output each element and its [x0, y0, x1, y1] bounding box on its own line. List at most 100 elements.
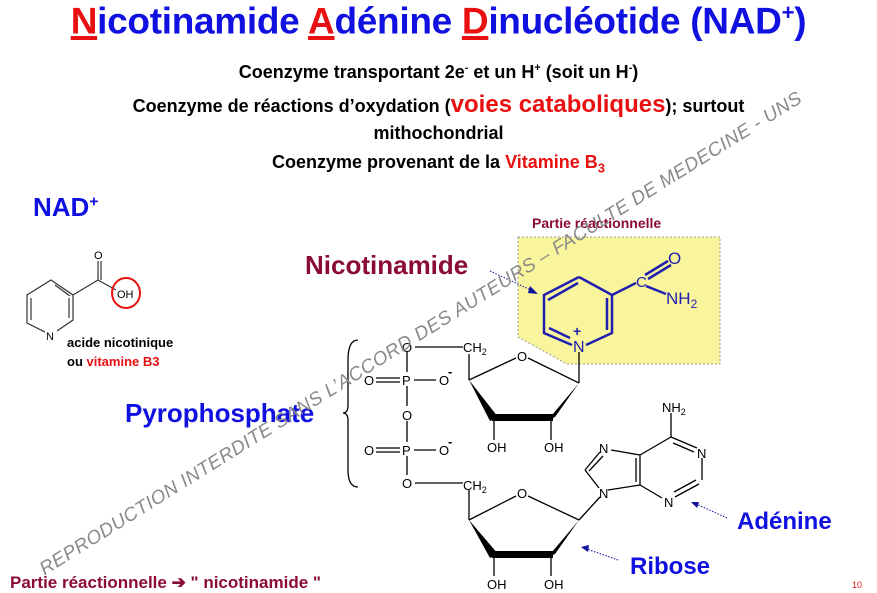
text: 2 [691, 297, 698, 311]
atom-label: O [402, 408, 412, 423]
text-highlight: Vitamine B [505, 152, 598, 172]
atom-label: N [697, 446, 706, 461]
atom-label: OH [487, 440, 507, 455]
atom-label: O [94, 250, 103, 262]
atom-label: N [46, 331, 54, 343]
text: CH [463, 340, 482, 355]
text: ou [67, 354, 87, 369]
text-highlight: voies cataboliques [450, 91, 666, 118]
text: Coenzyme de réactions d’oxydation ( [132, 96, 451, 116]
nad-heading: NAD+ [33, 192, 98, 223]
charge-label: + [573, 323, 581, 339]
ribose-label: Ribose [630, 553, 710, 580]
title-word: inucléotide (NAD [488, 0, 782, 42]
arrowheads [528, 286, 699, 552]
atom-label: OH [117, 289, 134, 301]
title-sup: + [781, 0, 795, 25]
title-initial-n: N [70, 0, 98, 42]
pointer-arrows [489, 270, 728, 561]
reactive-part-label: Partie réactionnelle [532, 215, 661, 231]
text: 2 [681, 407, 686, 417]
atom-label: OH [544, 577, 564, 592]
pyrophosphate-atoms: O O P O - O O P O - O [364, 340, 452, 491]
atom-label: OH [487, 577, 507, 592]
atom-label: N [573, 339, 585, 356]
slide-title: Nicotinamide Adénine Dinucléotide (NAD+) [0, 0, 877, 42]
nicotinic-acid-structure [26, 261, 117, 336]
atom-label: O [364, 373, 374, 388]
text: ); surtout [665, 96, 745, 116]
text: + [89, 193, 99, 211]
line-oxidation: Coenzyme de réactions d’oxydation (voies… [0, 91, 877, 119]
atom-label: N [599, 441, 608, 456]
text: Coenzyme transportant 2e [238, 62, 465, 82]
vitamin-b3-label: ou vitamine B3 [67, 354, 159, 369]
atom-label: O [402, 476, 412, 491]
text: vitamine B3 [87, 354, 160, 369]
atom-label: O [402, 340, 412, 355]
atom-label: O [439, 443, 449, 458]
atom-label: NH2 [666, 289, 698, 311]
reactive-part-highlight [517, 236, 721, 365]
atom-label: C [636, 274, 647, 291]
text: NH [662, 400, 681, 415]
text: - [464, 62, 469, 74]
nicotinic-acid-label: acide nicotinique [67, 335, 173, 350]
atom-label: O [364, 443, 374, 458]
text: et un H [468, 62, 535, 82]
text: (soit un H [540, 62, 629, 82]
charge-label: - [448, 434, 452, 449]
adenine-bonds [584, 413, 703, 499]
atom-label: OH [544, 440, 564, 455]
wedge-bond [547, 383, 579, 421]
pyrophosphate-bonds [342, 339, 463, 488]
atom-label: P [402, 443, 411, 458]
atom-label: O [517, 486, 527, 501]
wedge-bond [469, 520, 498, 558]
ribose-1-atoms: CH2 O OH OH [463, 340, 564, 455]
text: 2 [482, 485, 487, 495]
page-number: 10 [852, 580, 862, 590]
atom-label: O [439, 373, 449, 388]
text: NH [666, 289, 691, 308]
ribose-1-bonds [468, 352, 580, 440]
oh-circle-marker [111, 277, 141, 309]
text: NAD [33, 192, 90, 222]
adenine-label: Adénine [737, 508, 832, 535]
atom-label: N [599, 486, 608, 501]
line-vitamin: Coenzyme provenant de la Vitamine B3 [0, 152, 877, 176]
atom-label: P [402, 373, 411, 388]
line-mitochondrial: mithochondrial [373, 123, 504, 143]
charge-label: - [448, 364, 452, 379]
atom-label: O [517, 349, 527, 364]
nicotinamide-ring [542, 259, 672, 347]
title-initial-a: A [308, 0, 335, 42]
title-word: icotinamide [97, 0, 309, 42]
atom-label: N [664, 495, 673, 510]
atom-label: NH2 [662, 400, 686, 417]
title-initial-d: D [461, 0, 489, 42]
title-word: dénine [334, 0, 462, 42]
pyrophosphate-label: Pyrophosphate [125, 398, 314, 428]
text: Coenzyme provenant de la [272, 152, 506, 172]
wedge-bond [547, 520, 579, 558]
atom-label: O [668, 249, 681, 268]
atom-label: CH2 [463, 340, 487, 357]
nicotinamide-label: Nicotinamide [305, 250, 468, 280]
text: 3 [597, 160, 605, 176]
wedge-bond [469, 380, 498, 421]
text: - [628, 62, 633, 74]
ribose-2-bonds [468, 490, 601, 576]
title-word: ) [794, 0, 807, 42]
atom-label: CH2 [463, 478, 487, 495]
text: CH [463, 478, 482, 493]
footer-note: Partie réactionnelle ➔ " nicotinamide " [10, 573, 321, 592]
wedge-bond [492, 414, 553, 421]
line-transport: Coenzyme transportant 2e- et un H+ (soit… [0, 62, 877, 83]
atom-bg [45, 329, 57, 341]
text: ) [632, 62, 639, 82]
wedge-bond [492, 551, 553, 558]
text: + [534, 62, 541, 74]
ribose-2-atoms: CH2 O OH OH [463, 478, 564, 592]
